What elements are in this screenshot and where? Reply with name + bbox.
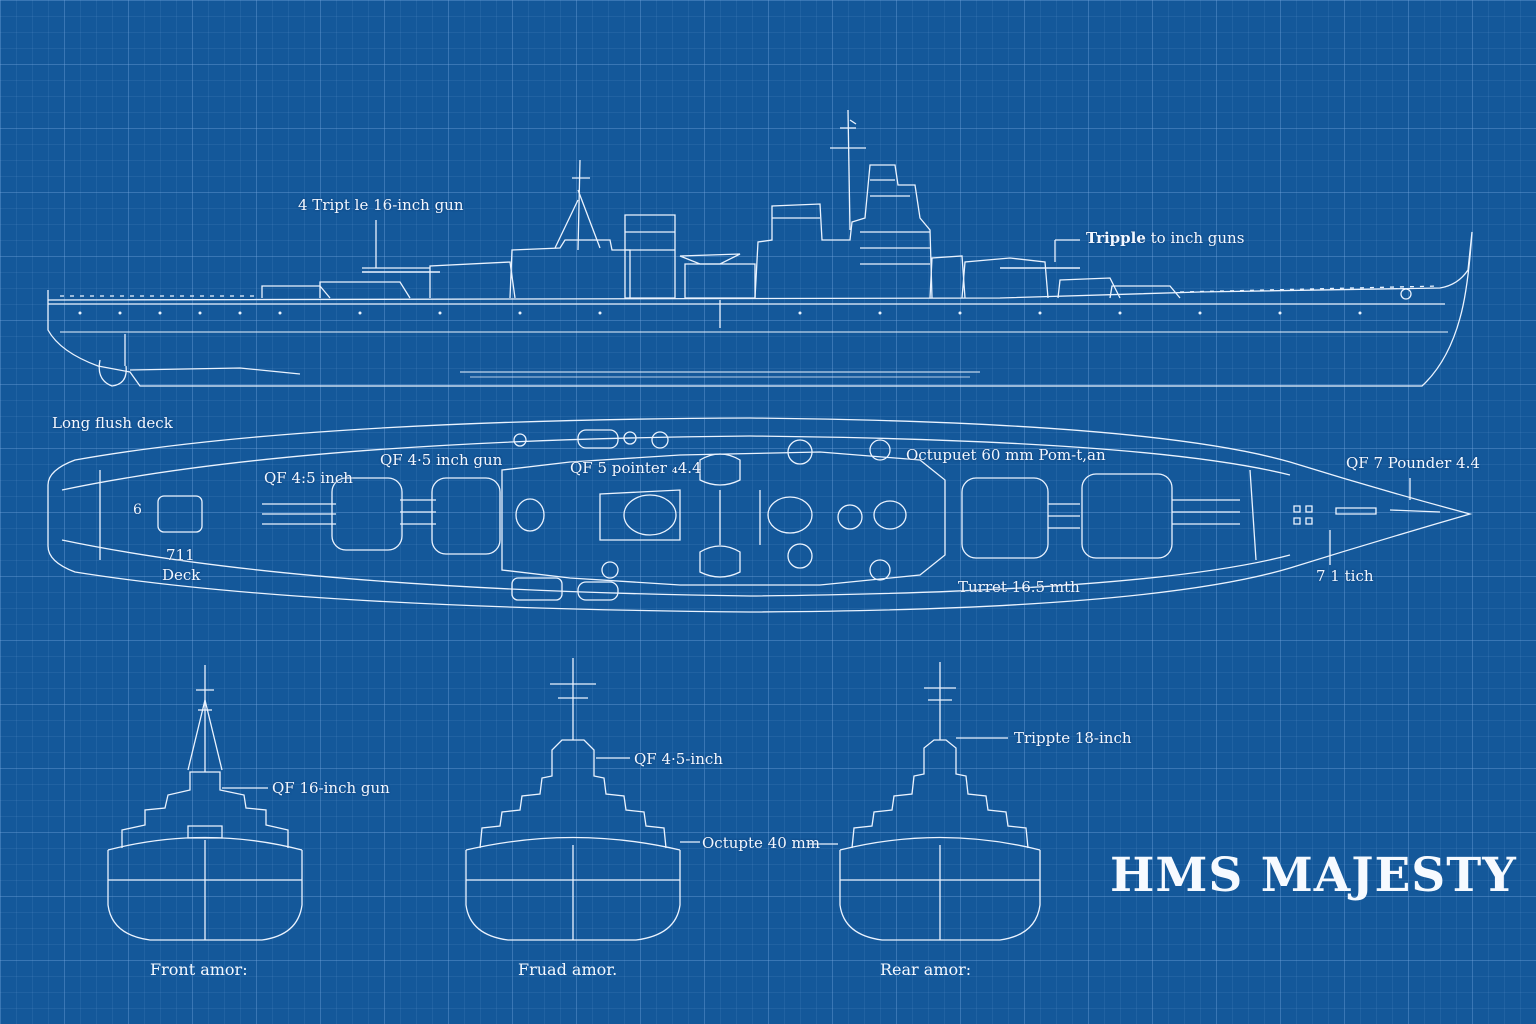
label-qf7-pounder: QF 7 Pounder 4.4 [1346,454,1480,472]
label-aft-guns: Tripple to inch guns [1086,229,1244,247]
label-bay-number: 6 [133,502,142,518]
front-view-shape [108,665,302,940]
page-title: HMS MAJESTY [1110,848,1517,903]
label-aft-guns-bold: Tripple [1086,229,1146,247]
label-middle-octuple: Octupte 40 mm [702,834,820,852]
caption-front-armor: Front amor: [150,960,248,979]
caption-rear-armor: Rear amor: [880,960,972,979]
caption-middle-armor: Fruad amor. [518,960,618,979]
side-profile-drawing [0,0,1536,420]
label-turret: Turret 16.5 mth [958,578,1080,596]
label-deck: Deck [162,566,201,584]
top-view-drawing [0,0,1536,640]
label-711: 711 [166,546,195,564]
label-long-flush-deck: Long flush deck [52,414,173,432]
label-71-tich: 7 1 tich [1316,567,1374,585]
label-qf5-pointer: QF 5 pointer ₄4.4 [570,459,702,477]
label-rear-gun: Trippte 18-inch [1014,729,1132,747]
label-front-gun: QF 16-inch gun [272,779,390,797]
label-middle-gun: QF 4·5-inch [634,750,723,768]
label-qf45-inch-gun: QF 4·5 inch gun [380,451,503,469]
label-octuple-pom: Octupuet 60 mm Pom-t,an [906,446,1106,464]
label-forward-gun: 4 Tript le 16-inch gun [298,196,464,214]
label-qf45-inch: QF 4:5 inch [264,469,353,487]
middle-view-shape [466,658,700,940]
end-views-drawing [0,0,1536,960]
rear-view-shape [808,662,1040,940]
label-aft-guns-rest: to inch guns [1145,229,1245,247]
